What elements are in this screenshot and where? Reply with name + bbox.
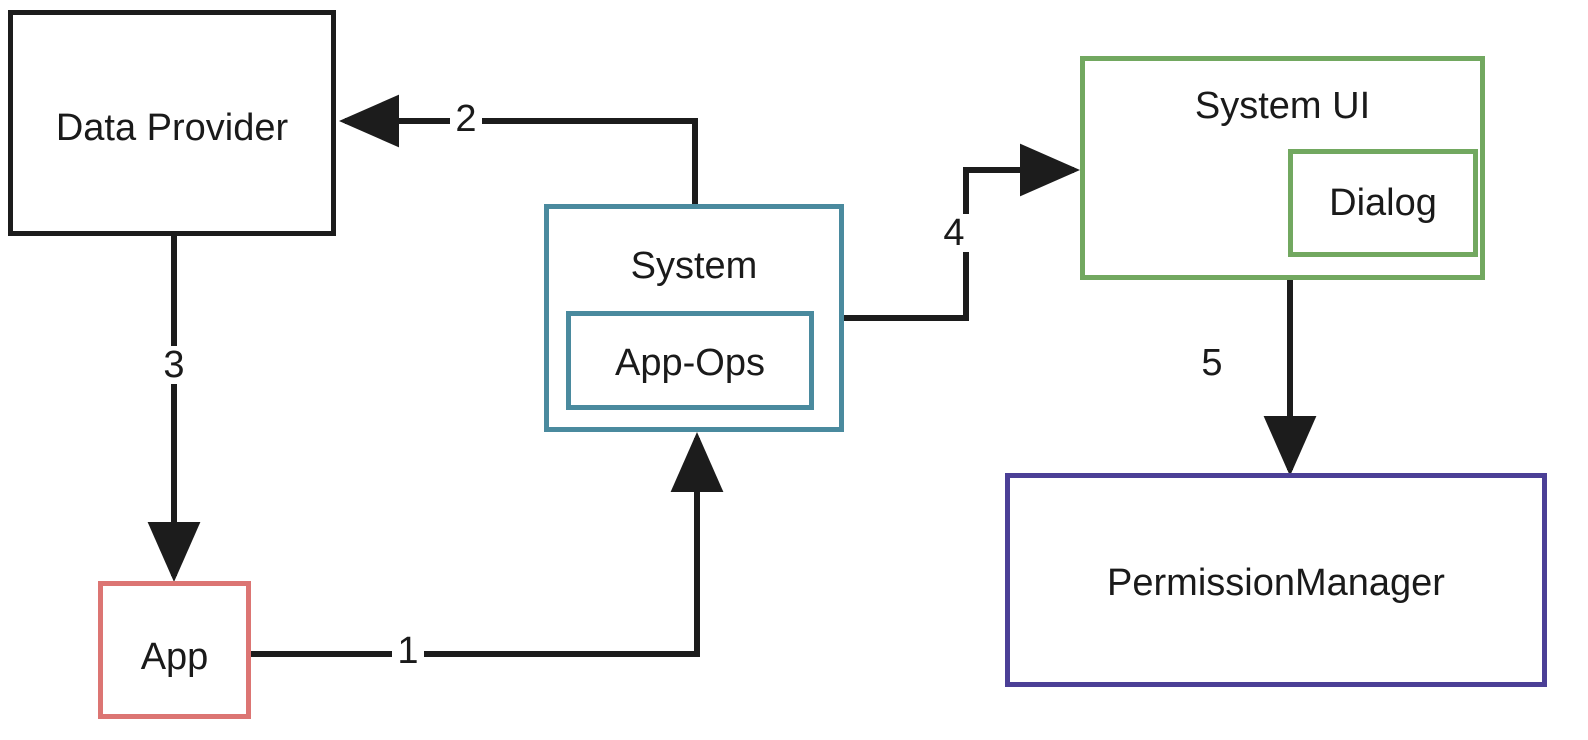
node-app-ops[interactable]: App-Ops [566,311,814,410]
edge-1-path [251,432,724,657]
node-data-provider-label: Data Provider [55,107,289,149]
edge-label-4: 4 [938,214,970,252]
edge-label-5: 5 [1196,344,1228,382]
node-dialog-label: Dialog [1329,182,1437,224]
node-app[interactable]: App [98,581,251,719]
node-system-label: System [630,245,758,287]
edge-2-path [339,94,698,204]
node-app-label: App [140,636,209,678]
edge-label-1: 1 [392,632,424,670]
edge-label-2: 2 [450,100,482,138]
node-data-provider[interactable]: Data Provider [8,10,336,236]
node-app-ops-label: App-Ops [615,342,765,384]
node-dialog[interactable]: Dialog [1288,149,1478,257]
node-permission-manager[interactable]: PermissionManager [1005,473,1547,687]
node-system-ui-label: System UI [1194,85,1371,127]
node-permission-manager-label: PermissionManager [1107,562,1445,604]
edge-label-3: 3 [158,346,190,384]
